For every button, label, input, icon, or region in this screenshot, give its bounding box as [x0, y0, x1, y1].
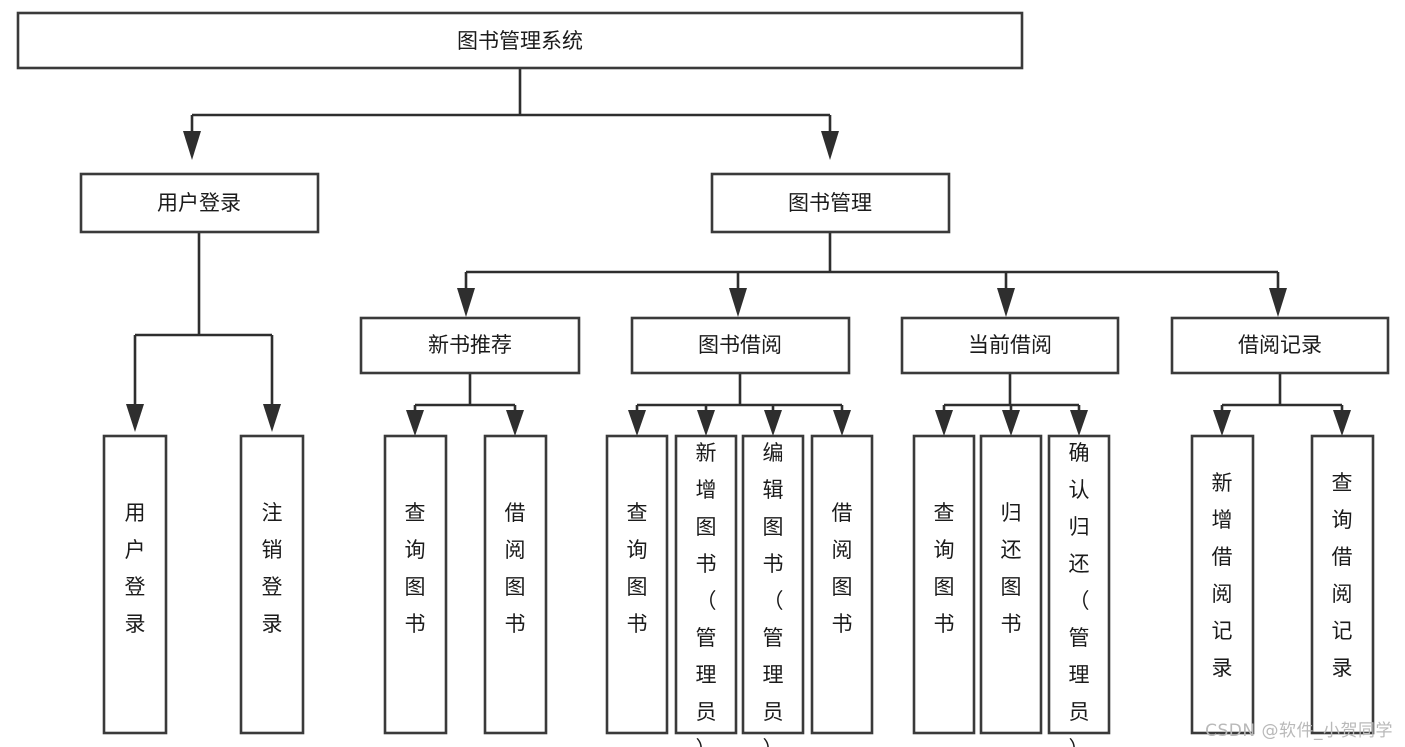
- leaf-node[interactable]: 查询图书: [605, 434, 669, 735]
- leaf-br-add-record-box[interactable]: [1190, 434, 1255, 735]
- arrowhead-new-book: [457, 288, 475, 317]
- leaf-logout-label: 注销登录: [262, 501, 283, 636]
- leaf-cb-query-book-label: 查询图书: [934, 501, 955, 636]
- leaf-cb-confirm-return-box[interactable]: [1047, 434, 1111, 735]
- leaf-br-add-record-label: 新增借阅记录: [1212, 471, 1233, 680]
- connector-group: [126, 68, 1351, 436]
- leaf-bb-edit-book-box[interactable]: [741, 434, 805, 735]
- node-book-borrow[interactable]: 图书借阅: [630, 316, 851, 375]
- leaf-bb-query-book-label: 查询图书: [627, 501, 648, 636]
- arrowhead-cb-leaf-1: [935, 410, 953, 436]
- arrowhead-nb-leaf-2: [506, 410, 524, 436]
- leaf-node[interactable]: 注销登录: [239, 434, 305, 735]
- arrowhead-bb-leaf-1: [628, 410, 646, 436]
- node-book-borrow-box[interactable]: [630, 316, 851, 375]
- leaf-node[interactable]: 查询借阅记录: [1310, 434, 1375, 735]
- node-borrow-record-label: 借阅记录: [1238, 333, 1322, 357]
- node-new-book-recommend[interactable]: 新书推荐: [359, 316, 581, 375]
- leaf-node[interactable]: 新增图书（管理员）: [674, 434, 738, 747]
- leaf-nb-query-book-label: 查询图书: [405, 501, 426, 636]
- node-user-login-box[interactable]: [79, 172, 320, 234]
- leaf-bb-borrow-book-label: 借阅图书: [832, 501, 853, 636]
- arrowhead-user-login: [183, 131, 201, 160]
- leaf-node[interactable]: 确认归还（管理员）: [1047, 434, 1111, 747]
- leaf-cb-return-book-label: 归还图书: [1001, 501, 1022, 636]
- arrowhead-nb-leaf-1: [406, 410, 424, 436]
- node-root-box[interactable]: [16, 11, 1024, 70]
- arrowhead-br-leaf-1: [1213, 410, 1231, 436]
- node-book-manage-label: 图书管理: [788, 191, 872, 215]
- node-user-login[interactable]: 用户登录: [79, 172, 320, 234]
- arrowhead-leaf-user-login: [126, 404, 144, 432]
- arrowhead-borrow-record: [1269, 288, 1287, 317]
- node-book-borrow-label: 图书借阅: [698, 333, 782, 357]
- node-book-manage-box[interactable]: [710, 172, 951, 234]
- node-new-book-recommend-label: 新书推荐: [428, 333, 512, 357]
- leaf-node[interactable]: 新增借阅记录: [1190, 434, 1255, 735]
- arrowhead-current-borrow: [997, 288, 1015, 317]
- node-root[interactable]: 图书管理系统: [16, 11, 1024, 70]
- leaf-node[interactable]: 归还图书: [979, 434, 1043, 735]
- leaf-nb-borrow-book-box[interactable]: [483, 434, 548, 735]
- arrowhead-cb-leaf-3: [1070, 410, 1088, 436]
- leaf-cb-return-book-box[interactable]: [979, 434, 1043, 735]
- leaf-bb-edit-book-label: 编辑图书（管理员）: [763, 441, 784, 747]
- leaf-br-query-record-label: 查询借阅记录: [1332, 471, 1353, 680]
- leaf-br-query-record-box[interactable]: [1310, 434, 1375, 735]
- arrowhead-bb-leaf-2: [697, 410, 715, 436]
- node-new-book-recommend-box[interactable]: [359, 316, 581, 375]
- arrowhead-bb-leaf-4: [833, 410, 851, 436]
- leaf-nb-borrow-book-label: 借阅图书: [505, 501, 526, 636]
- arrowhead-book-manage: [821, 131, 839, 160]
- leaf-user-login-label: 用户登录: [125, 501, 146, 636]
- leaf-user-login-box[interactable]: [102, 434, 168, 735]
- leaf-cb-confirm-return-label: 确认归还（管理员）: [1069, 441, 1090, 747]
- leaf-node[interactable]: 借阅图书: [483, 434, 548, 735]
- leaf-bb-query-book-box[interactable]: [605, 434, 669, 735]
- leaf-nb-query-book-box[interactable]: [383, 434, 448, 735]
- leaf-node[interactable]: 查询图书: [383, 434, 448, 735]
- leaf-cb-query-book-box[interactable]: [912, 434, 976, 735]
- leaf-logout-box[interactable]: [239, 434, 305, 735]
- node-root-label: 图书管理系统: [457, 29, 583, 53]
- arrowhead-leaf-logout: [263, 404, 281, 432]
- leaf-node[interactable]: 查询图书: [912, 434, 976, 735]
- node-book-manage[interactable]: 图书管理: [710, 172, 951, 234]
- arrowhead-bb-leaf-3: [764, 410, 782, 436]
- node-borrow-record-box[interactable]: [1170, 316, 1390, 375]
- leaf-bb-borrow-book-box[interactable]: [810, 434, 874, 735]
- node-current-borrow[interactable]: 当前借阅: [900, 316, 1120, 375]
- node-borrow-record[interactable]: 借阅记录: [1170, 316, 1390, 375]
- leaf-node[interactable]: 编辑图书（管理员）: [741, 434, 805, 747]
- leaf-bb-add-book-box[interactable]: [674, 434, 738, 735]
- arrowhead-book-borrow: [729, 288, 747, 317]
- leaf-node[interactable]: 用户登录: [102, 434, 168, 735]
- node-current-borrow-box[interactable]: [900, 316, 1120, 375]
- leaf-node[interactable]: 借阅图书: [810, 434, 874, 735]
- leaf-bb-add-book-label: 新增图书（管理员）: [696, 441, 717, 747]
- node-current-borrow-label: 当前借阅: [968, 333, 1052, 357]
- arrowhead-cb-leaf-2: [1002, 410, 1020, 436]
- arrowhead-br-leaf-2: [1333, 410, 1351, 436]
- node-user-login-label: 用户登录: [157, 191, 241, 215]
